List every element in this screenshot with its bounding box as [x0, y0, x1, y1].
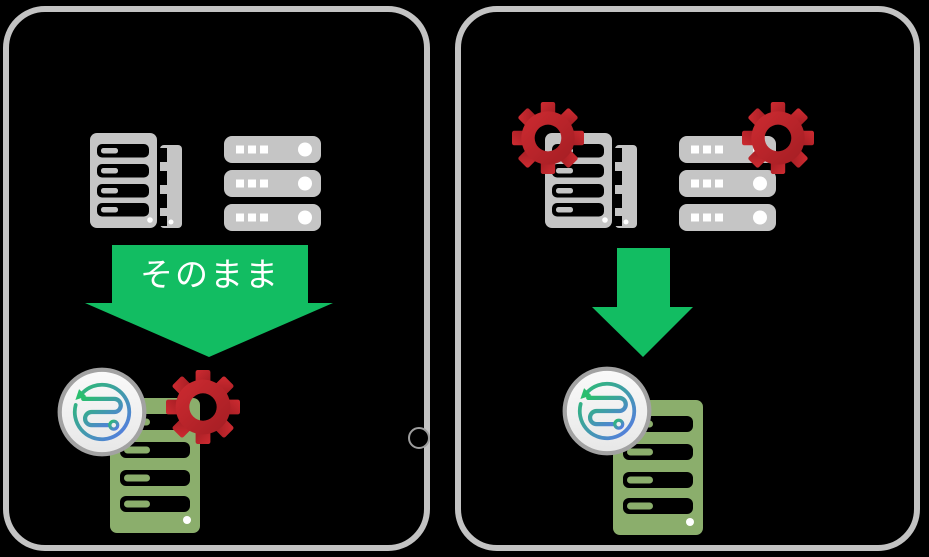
migration-badge-icon: [560, 364, 654, 458]
connector-dot: [408, 427, 430, 449]
rack-server-icon: [224, 136, 321, 231]
tower-server-icon: [90, 133, 182, 228]
gear-icon: [512, 102, 584, 174]
left-panel: そのまま: [3, 6, 430, 551]
gear-icon: [166, 370, 240, 444]
arrow-label: そのまま: [140, 255, 280, 293]
right-panel: [455, 6, 920, 551]
gear-icon: [742, 102, 814, 174]
down-arrow: [592, 248, 693, 357]
down-arrow: [85, 245, 333, 357]
migration-badge-icon: [55, 365, 149, 459]
